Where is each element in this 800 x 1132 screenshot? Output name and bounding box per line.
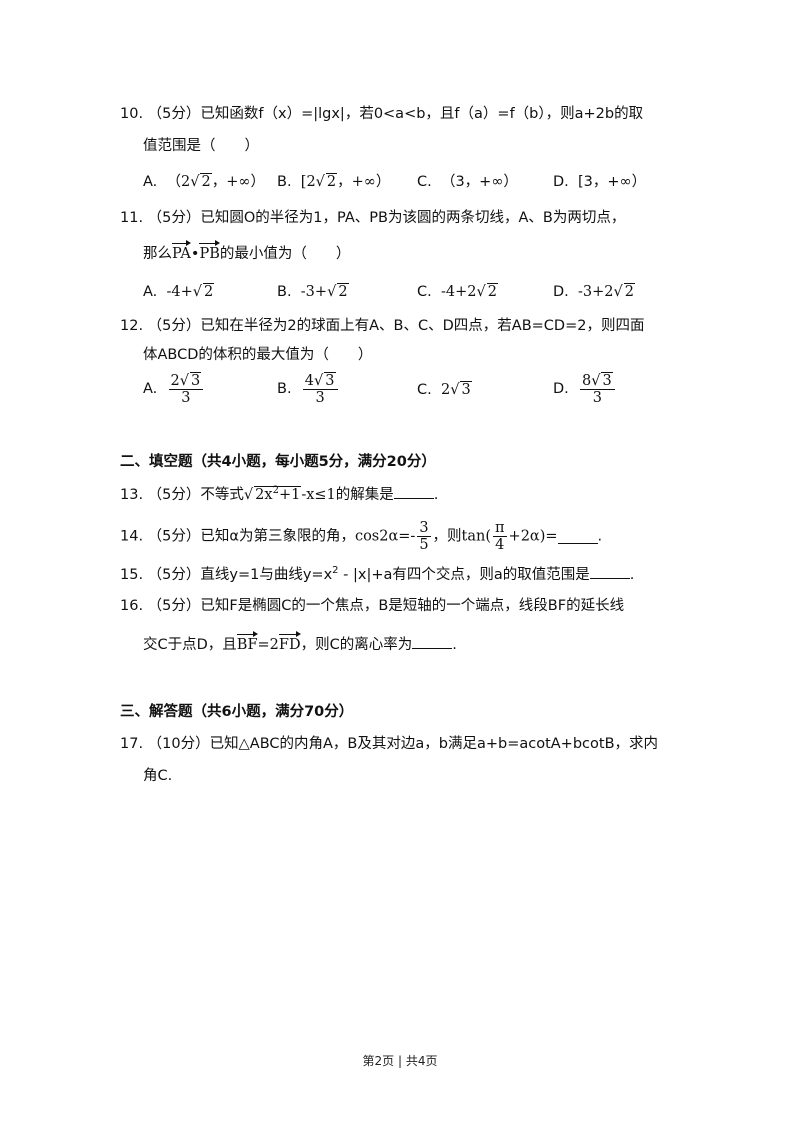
q15-line: 15. （5分）直线y=1与曲线y=x2 - |x|+a有四个交点，则a的取值范… — [120, 564, 635, 583]
q10-line2: 值范围是（ ） — [143, 138, 259, 154]
q11-line2: 那么PA•PB的最小值为（ ） — [143, 240, 351, 262]
q10-option-c: C. （3，+∞） — [417, 174, 518, 190]
q10-option-d: D. [3，+∞） — [553, 174, 647, 190]
q10-option-a: A. （2√2，+∞） — [143, 173, 265, 190]
vector-pb: PB — [199, 240, 221, 262]
q13-line: 13. （5分）不等式√2x2+1-x≤1的解集是. — [120, 484, 439, 503]
section-3-heading: 三、解答题（共6小题，满分70分） — [120, 704, 354, 720]
q11-option-d: D. -3+2√2 — [553, 283, 635, 300]
q11-line1: 11. （5分）已知圆O的半径为1，PA、PB为该圆的两条切线，A、B为两切点， — [120, 210, 626, 226]
q12-line1: 12. （5分）已知在半径为2的球面上有A、B、C、D四点，若AB=CD=2，则… — [120, 318, 645, 334]
q14-answer-blank — [557, 529, 598, 544]
q16-line2: 交C于点D，且BF=2FD，则C的离心率为. — [143, 631, 457, 655]
q13-answer-blank — [393, 484, 434, 499]
q11-option-a: A. -4+√2 — [143, 283, 215, 300]
q17-line2: 角C. — [143, 768, 173, 784]
q15-answer-blank — [589, 564, 630, 579]
section-2-heading: 二、填空题（共4小题，每小题5分，满分20分） — [120, 454, 436, 470]
q17-line1: 17. （10分）已知△ABC的内角A，B及其对边a，b满足a+b=acotA+… — [120, 736, 659, 752]
q11-option-b: B. -3+√2 — [277, 283, 349, 300]
q12-line2: 体ABCD的体积的最大值为（ ） — [143, 347, 373, 363]
vector-fd: FD — [278, 631, 301, 653]
q16-answer-blank — [412, 634, 453, 649]
vector-pa: PA — [172, 240, 191, 262]
vector-bf: BF — [236, 631, 258, 653]
q12-option-c: C. 2√3 — [417, 381, 472, 398]
q16-line1: 16. （5分）已知F是椭圆C的一个焦点，B是短轴的一个端点，线段BF的延长线 — [120, 598, 625, 614]
page-footer: 第2页 | 共4页 — [362, 1054, 438, 1068]
q10-line1: 10. （5分）已知函数f（x）=|lgx|，若0<a<b，且f（a）=f（b）… — [120, 106, 644, 122]
q10-option-b: B. [2√2，+∞） — [277, 173, 391, 190]
q11-option-c: C. -4+2√2 — [417, 283, 498, 300]
